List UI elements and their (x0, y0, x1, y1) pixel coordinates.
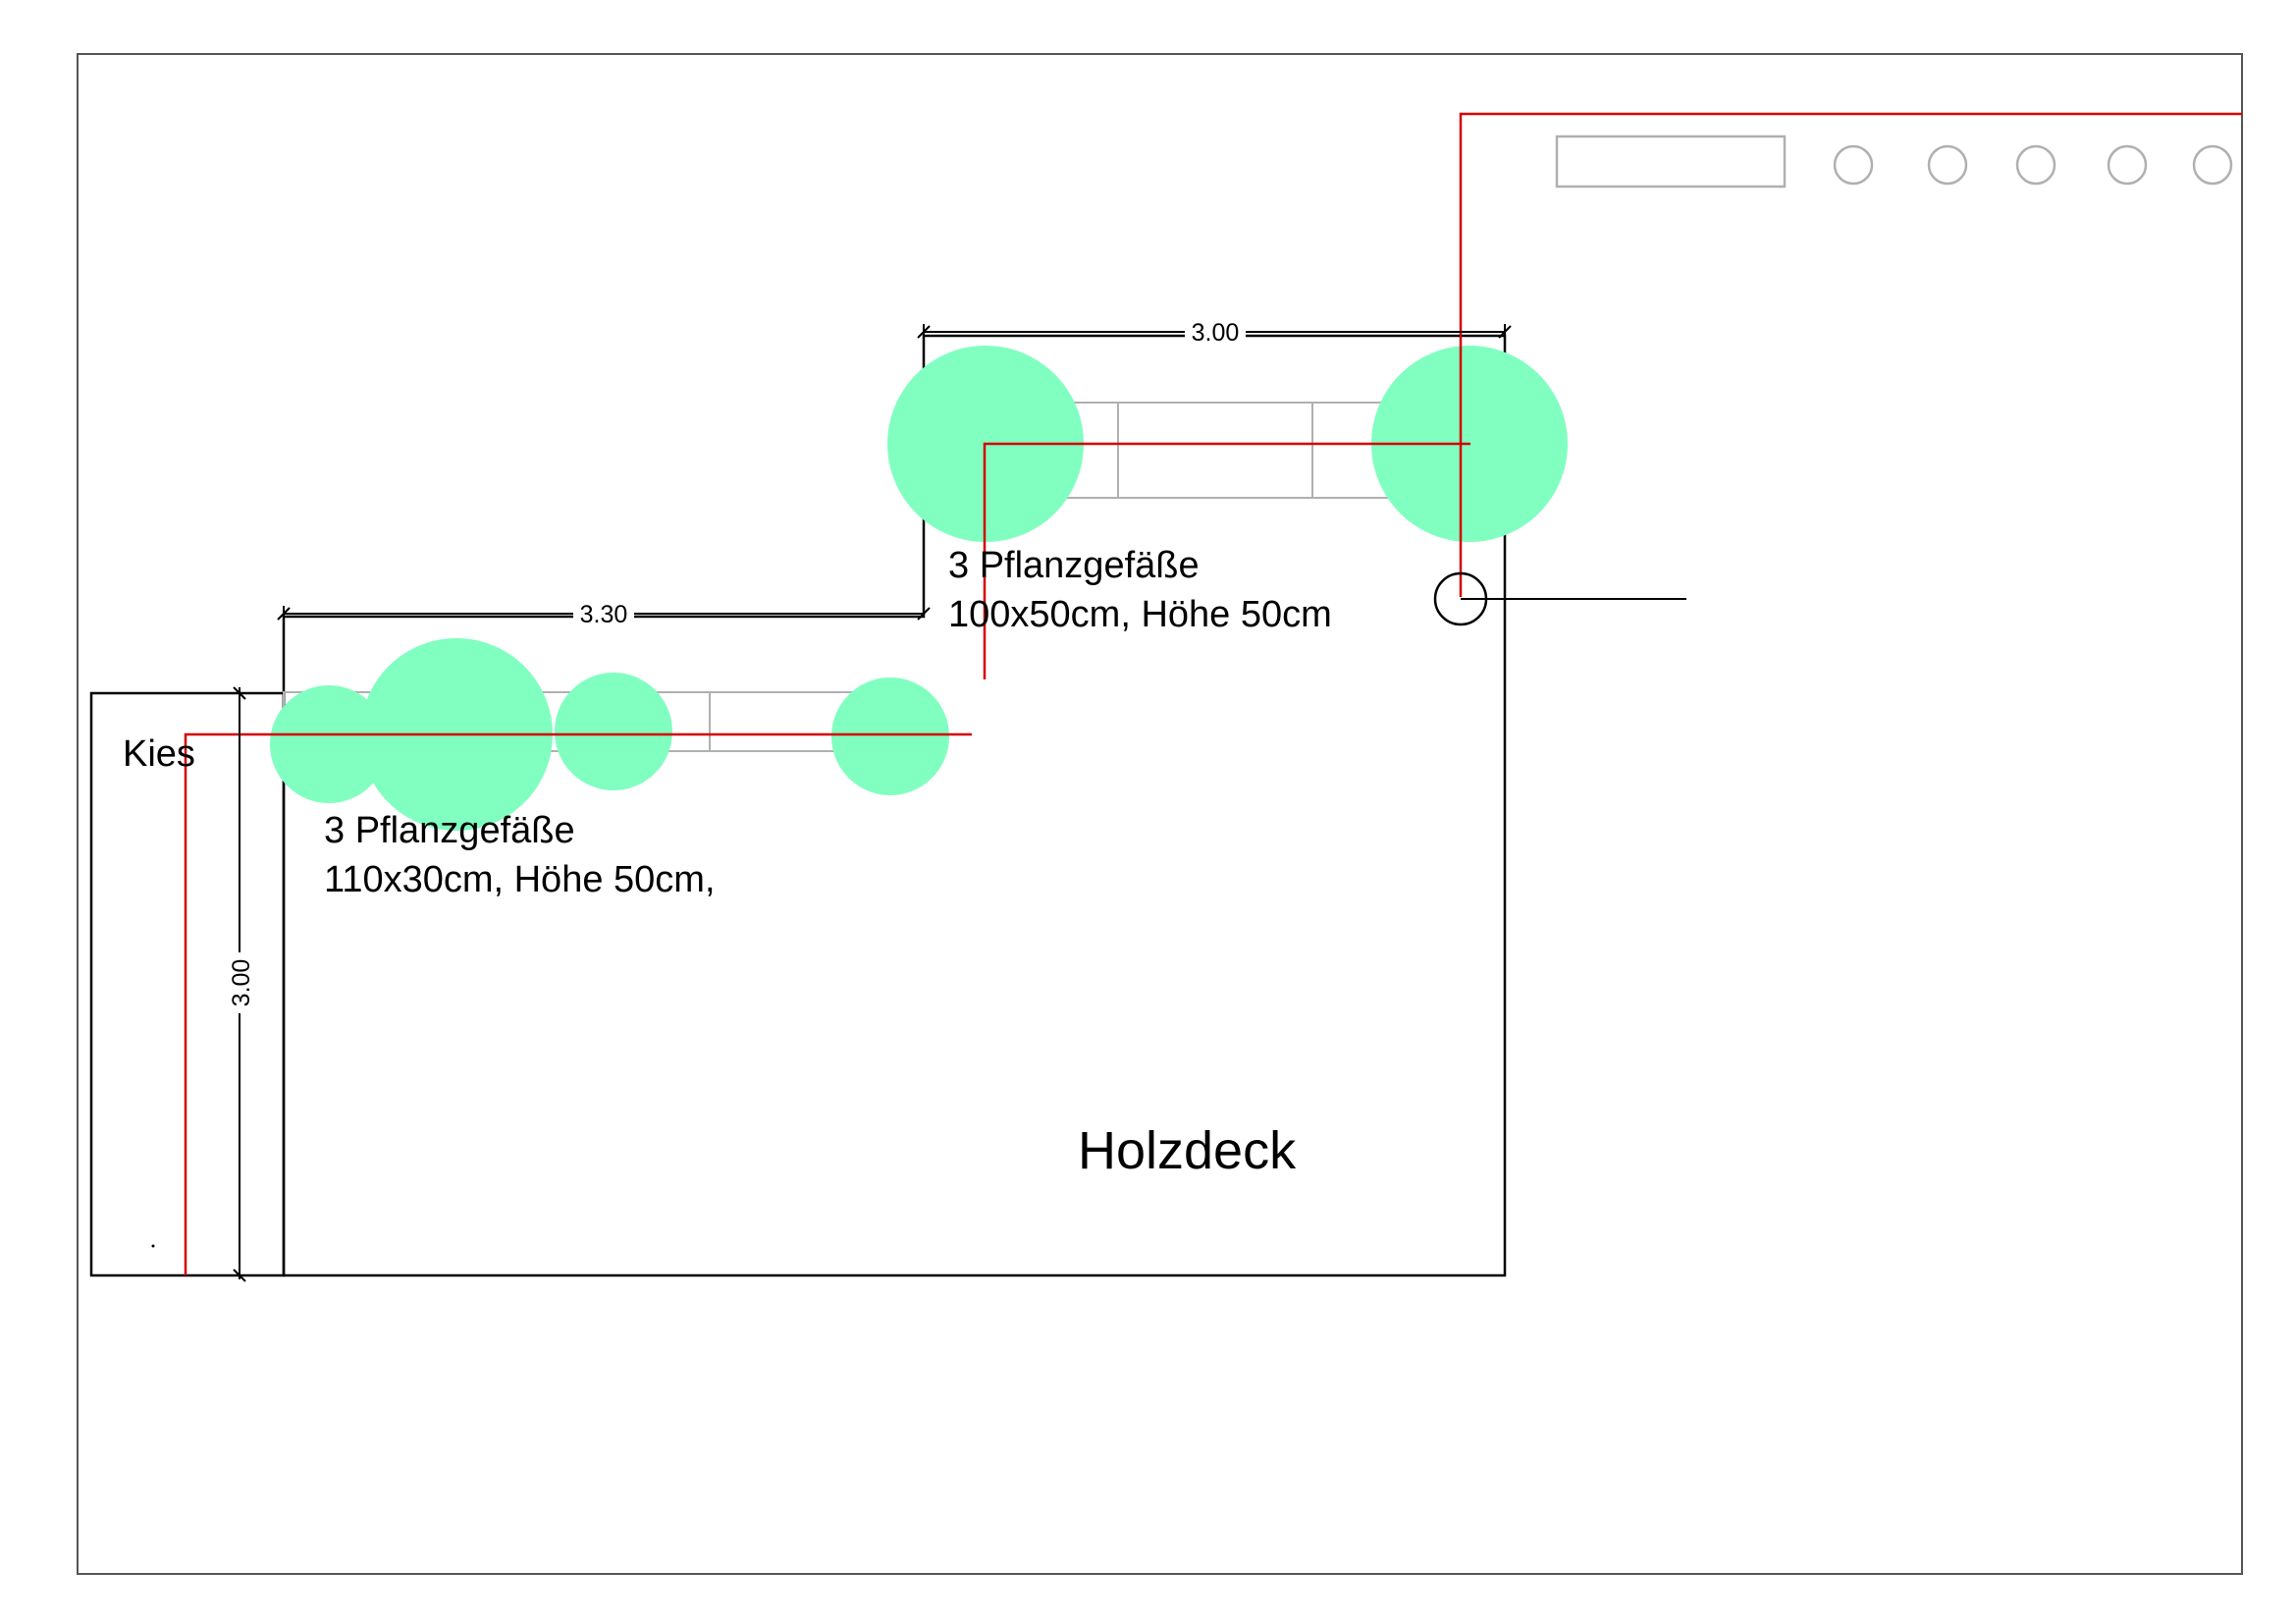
red-line-upper-bracket (983, 442, 1470, 679)
label-kies: Kies (123, 733, 195, 775)
grey-circle (2015, 144, 2056, 186)
label-planters-lower-1: 3 Pflanzgefäße (324, 810, 575, 851)
label-planters-upper-2: 100x50cm, Höhe 50cm (948, 594, 1332, 635)
grey-circle (1927, 144, 1968, 186)
marker-dot (151, 1244, 155, 1248)
plant-circle (555, 673, 672, 790)
plants (270, 346, 1568, 831)
label-planters-upper-1: 3 Pflanzgefäße (948, 545, 1200, 586)
grey-circles (1833, 144, 2233, 186)
dim-label-bg (573, 600, 634, 627)
bench-outline (1555, 135, 1787, 189)
red-lines (184, 112, 2242, 1275)
dim-label-height: 3.00 (228, 959, 255, 1007)
dim-tick (917, 607, 931, 621)
red-line-top (1459, 112, 2242, 597)
plant-circle (831, 677, 949, 795)
dim-label-bg (228, 952, 253, 1013)
dim-label-upper: 3.00 (1192, 319, 1240, 347)
dim-label-bg (1185, 318, 1246, 346)
grey-circle (1833, 144, 1874, 186)
grey-circle (2192, 144, 2233, 186)
label-holzdeck: Holzdeck (1078, 1121, 1297, 1180)
label-planters-lower-2: 110x30cm, Höhe 50cm, (324, 859, 716, 900)
plant-circle (270, 685, 388, 803)
planter-box (1117, 402, 1313, 499)
red-line-lower-bracket (184, 732, 972, 1275)
grey-circle (2107, 144, 2148, 186)
dim-label-lower: 3.30 (580, 601, 628, 628)
sheet-frame (77, 53, 2243, 1575)
